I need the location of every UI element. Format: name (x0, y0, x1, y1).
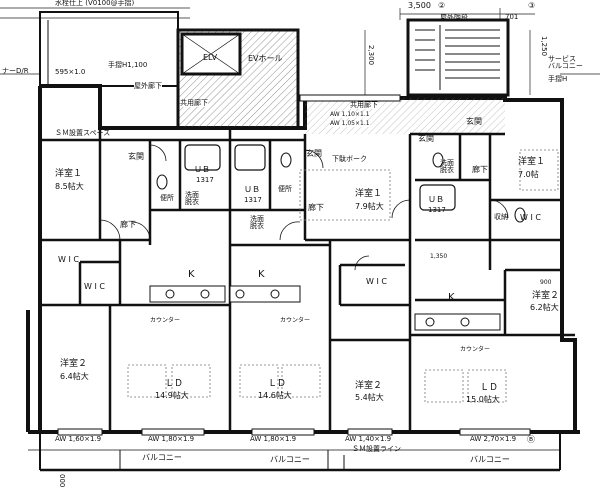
east-bed1: 洋室１ (518, 157, 546, 167)
window-marks (57, 94, 531, 436)
ldk1-size: 14.9帖大 (155, 391, 189, 400)
west-toilet: 便所 (160, 194, 174, 202)
aw-1: AW 1,60×1.9 (55, 435, 102, 443)
mid-wic: W I C (366, 277, 387, 286)
west-hall: 廊下 (120, 220, 136, 229)
west-kitchen: K (188, 269, 195, 280)
dim-1250: 1,250 (540, 36, 548, 57)
sm-space-west: ＳＭ設置スペース (55, 129, 111, 137)
u2-entrance: 玄関 (306, 149, 322, 158)
aw-5: AW 2,70×1.9 (470, 435, 517, 443)
west-entrance: 玄関 (128, 152, 144, 161)
ldk2-label: ＬＤ (268, 379, 287, 389)
common-corridor-label: 共用廊下 (180, 99, 208, 107)
ldk2-size: 14.6帖大 (258, 391, 292, 400)
spec-right: AW 1,05×1.1 (330, 120, 370, 127)
east-wic: W I C (520, 213, 541, 222)
u2-kitchen: K (258, 269, 265, 280)
aw-3: AW 1,80×1.9 (250, 435, 297, 443)
top-left-balcony (39, 11, 179, 87)
ldk3-label: ＬＤ (480, 383, 499, 393)
west-wic-2: W I C (84, 282, 105, 291)
u2-ub: ＵＢ (244, 185, 260, 194)
marker-3: ③ (528, 1, 536, 10)
east-entrance: 玄関 (466, 117, 482, 126)
east-bed2-size: 6.2帖大 (530, 303, 559, 312)
dim-1350: 1,350 (430, 253, 448, 260)
sm-line: ＳＭ設置ライン (352, 445, 401, 453)
header-note: 水栓仕上 (V0100@手摺) (55, 0, 135, 7)
balcony-1: バルコニー (142, 453, 182, 462)
u2-hall: 廊下 (308, 203, 324, 212)
outdoor-corridor-right: 共用廊下 (350, 101, 378, 109)
toilets (156, 152, 526, 223)
east-hall: 廊下 (472, 165, 488, 174)
u2-washroom: 洗面 脱衣 (250, 215, 264, 230)
kitchen-counters (149, 285, 501, 331)
interior-walls (40, 128, 575, 432)
east-bed2: 洋室２ (532, 291, 560, 301)
outside-dim: 595×1.0 (55, 68, 86, 76)
east-kitchen: K (448, 292, 455, 303)
west-counter: カウンター (150, 317, 181, 324)
west-bed1-size: 8.5帖大 (55, 182, 84, 191)
service-balcony: サービス バルコニー (548, 55, 583, 70)
marker-2: ② (438, 1, 446, 10)
balcony-3: バルコニー (470, 455, 510, 464)
east-entrance-2: 玄関 (418, 134, 434, 143)
ev-hall-label: EVホール (248, 54, 283, 63)
handrail-left: 手摺H1,100 (108, 61, 148, 69)
dim-900: 900 (540, 279, 552, 286)
ldk1-label: ＬＤ (165, 379, 184, 389)
stair-core (406, 18, 510, 97)
aw-4: AW 1,40×1.9 (345, 435, 392, 443)
west-bed2: 洋室２ (60, 359, 88, 369)
door-swings (99, 144, 509, 271)
west-bed2-size: 6.4帖大 (60, 372, 89, 381)
mid-bed1: 洋室１ (355, 189, 383, 199)
east-bed1-size: 7.0帖 (518, 170, 539, 179)
east-shelf: 収納 (494, 213, 508, 221)
furniture (127, 149, 559, 403)
mid-bed2-size: 5.4帖大 (355, 393, 384, 402)
marker-b: Ⓑ (527, 435, 535, 444)
west-washroom: 洗面 脱衣 (185, 191, 199, 206)
mid-shoe-closet: 下駄ボーク (332, 155, 367, 163)
aw-2: AW 1,80×1.9 (148, 435, 195, 443)
ldk3-size: 15.0帖大 (466, 395, 500, 404)
west-ub: ＵＢ (194, 165, 210, 174)
east-washroom: 洗面 脱衣 (440, 159, 454, 174)
u2-toilet: 便所 (278, 185, 292, 193)
mid-bed2: 洋室２ (355, 381, 383, 391)
dim-2300: 2,300 (367, 45, 375, 66)
east-ub: ＵＢ (428, 195, 444, 204)
west-wic-1: W I C (58, 255, 79, 264)
stair-label: 屋外階段 (440, 14, 468, 22)
handrail-right: 手摺H (548, 75, 568, 83)
balcony-2: バルコニー (270, 455, 310, 464)
east-ub-size: 1317 (428, 206, 446, 214)
east-counter: カウンター (460, 346, 491, 353)
u2-ub-size: 1317 (244, 196, 262, 204)
elv-label: ELV (203, 53, 218, 62)
dim-701: 701 (505, 13, 519, 21)
outdoor-corridor-left: 屋外廊下 (134, 82, 162, 90)
dim-bottom: 000 (58, 474, 66, 488)
u2-counter: カウンター (280, 317, 311, 324)
west-bed1: 洋室１ (55, 169, 83, 179)
mid-bed1-size: 7.9帖大 (355, 202, 384, 211)
nada-label: ナーD/R (2, 67, 29, 75)
west-ub-size: 1317 (196, 176, 214, 184)
ev-hall-area (176, 28, 300, 130)
dim-3500: 3,500 (408, 1, 431, 10)
bathtubs (184, 144, 456, 211)
spec-left: AW 1,10×1.1 (330, 111, 370, 118)
